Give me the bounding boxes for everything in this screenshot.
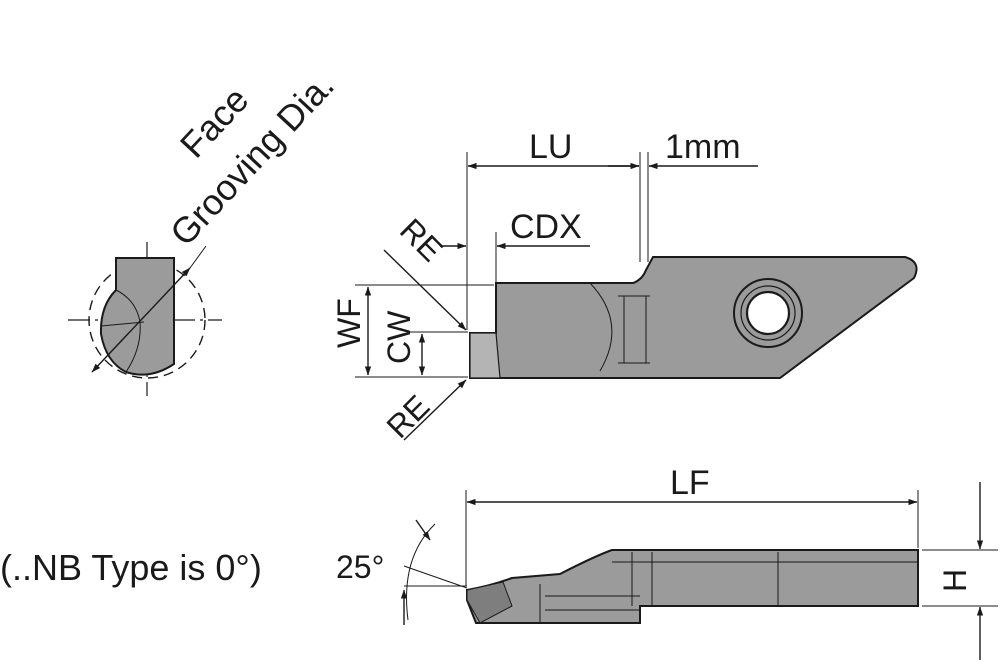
mounting-hole-chamfer [740, 285, 796, 341]
cutting-edge-face [469, 332, 501, 379]
side-view-insert-body [466, 549, 919, 624]
angle-rake-line [403, 565, 468, 589]
re-bottom-label: RE [379, 388, 436, 445]
neck-shoulders [618, 295, 650, 364]
mounting-hole-icon [745, 290, 791, 336]
h-label: H [937, 569, 973, 592]
re-top-leader [383, 249, 467, 331]
top-view-insert-body [469, 256, 918, 379]
side-view-groove-lines [545, 595, 640, 611]
angle-arrow-top [415, 519, 431, 541]
cdx-label: CDX [510, 208, 582, 246]
end-view-insert-section [99, 257, 175, 376]
side-view-cutting-tip [466, 581, 513, 624]
side-view [400, 482, 998, 660]
grooving-dia-label: Grooving Dia. [162, 65, 342, 254]
grooving-diameter-dimension [91, 267, 191, 373]
re-top-label: RE [393, 211, 450, 268]
top-view [355, 152, 918, 441]
wf-label: WF [331, 298, 367, 348]
lu-label: LU [529, 128, 572, 166]
angle-label: 25° [336, 549, 384, 585]
h-label-box [940, 560, 968, 598]
neck-curve [589, 282, 613, 372]
lf-label: LF [670, 464, 710, 502]
grooving-diameter-leader [189, 245, 207, 269]
re-bottom-leader [403, 379, 467, 441]
nb-type-note: (..NB Type is 0°) [0, 547, 262, 588]
cw-label: CW [381, 310, 417, 364]
end-view [68, 242, 222, 396]
one-mm-label: 1mm [665, 128, 741, 166]
